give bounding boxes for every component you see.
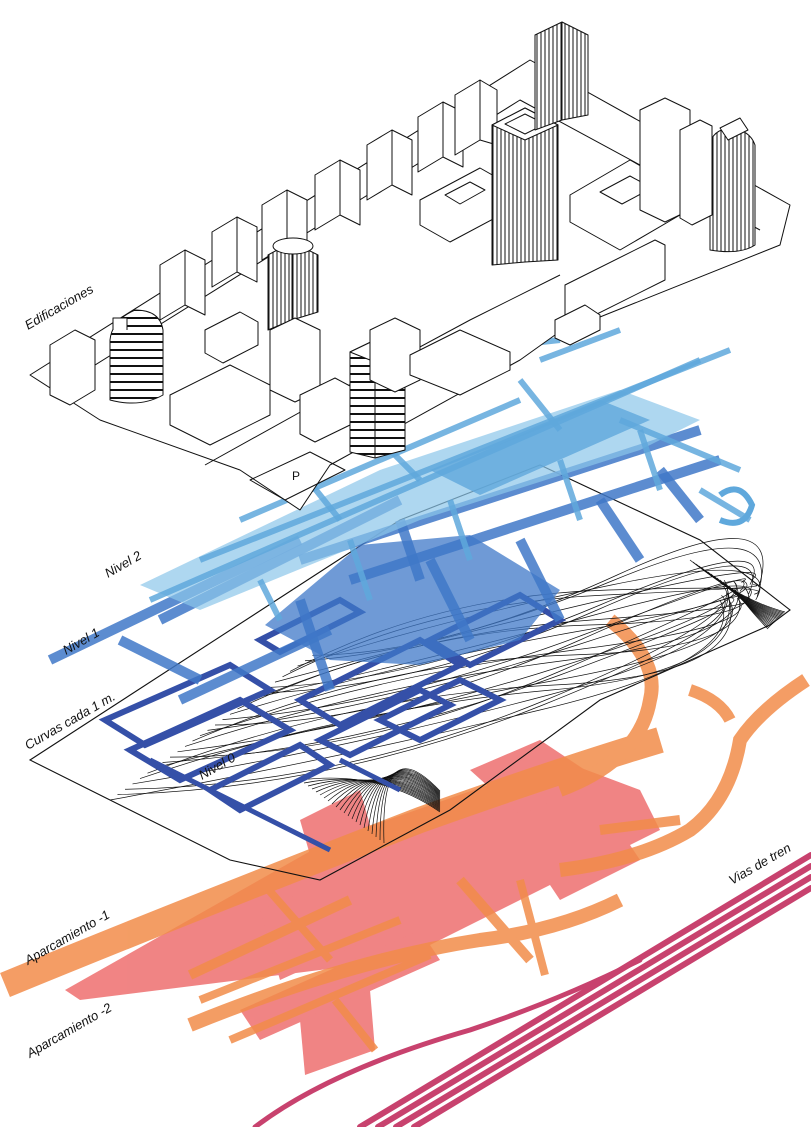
- label-level-2: Nivel 2: [102, 547, 145, 580]
- parking-1-ramp: [198, 916, 402, 1004]
- building-left-corner: [49, 329, 96, 406]
- level-0-corridor: [148, 757, 332, 853]
- label-parking-2: Aparcamiento -2: [23, 1000, 115, 1062]
- building-right-2: [679, 119, 713, 226]
- rail-track: [357, 852, 811, 1127]
- level-2-deck-core: [430, 400, 650, 495]
- parking-symbol: P: [292, 469, 300, 483]
- building-mid-3: [169, 364, 271, 446]
- parking-1-ramp: [256, 877, 334, 963]
- rail-branch: [252, 957, 643, 1127]
- level-2-corridor: [698, 487, 752, 523]
- level-2-loop: [718, 486, 756, 526]
- parking-1-ramp: [516, 878, 549, 977]
- parking-1-ramp: [687, 684, 736, 723]
- level-0-corridor: [313, 686, 457, 759]
- rail-track: [411, 885, 811, 1127]
- parking-1-ramp: [557, 614, 659, 797]
- level-1-corridor: [595, 497, 645, 563]
- parking-1-ramp: [331, 997, 379, 1053]
- parking-2-area: [260, 860, 390, 980]
- level-0-corridor: [373, 676, 507, 744]
- parking-1-ramp: [559, 674, 810, 877]
- level-1-corridor: [515, 537, 565, 623]
- level-0-corridor: [204, 741, 336, 814]
- contour-line: [147, 592, 732, 774]
- level-1-plaza: [265, 535, 560, 665]
- level-0-corridor: [338, 757, 402, 793]
- level-1-corridor: [117, 635, 203, 685]
- rail-track: [375, 863, 811, 1127]
- level-2-corridor: [517, 378, 563, 432]
- level-2-corridor: [257, 578, 283, 622]
- contour-line: [117, 595, 726, 795]
- contour-line: [184, 581, 739, 747]
- level-2-corridor: [538, 327, 622, 363]
- building-mid-6: [409, 329, 511, 396]
- tower-back: [534, 21, 589, 131]
- level-1-corridor: [295, 598, 335, 692]
- level-2-corridor: [618, 417, 742, 473]
- building-mid-5: [369, 317, 421, 393]
- label-buildings: Edificaciones: [22, 281, 96, 333]
- buildings-layer: P: [29, 21, 791, 511]
- building-mid-2: [204, 311, 259, 364]
- parking-1-ramp: [187, 895, 353, 980]
- contour-line: [169, 587, 736, 758]
- contour-line: [222, 578, 746, 720]
- contour-line-dense: [303, 778, 441, 812]
- label-level-1: Nivel 1: [60, 625, 102, 658]
- contour-line: [259, 565, 754, 694]
- level-2-corridor: [637, 429, 663, 491]
- parking-2-area: [300, 990, 375, 1075]
- contour-line: [132, 579, 729, 785]
- level-2-corridor: [557, 459, 583, 521]
- contour-line: [207, 595, 743, 731]
- round-building-left: [109, 309, 164, 404]
- contour-line: [267, 560, 755, 688]
- building-right-low: [554, 304, 601, 346]
- parking-1-ramp: [187, 893, 624, 1032]
- contour-line-dense: [383, 768, 441, 844]
- building-mid-4: [299, 377, 351, 443]
- level-2-corridor: [447, 499, 473, 561]
- level-1-corridor: [656, 466, 704, 524]
- contour-line: [162, 597, 735, 763]
- level-2-corridor: [347, 539, 373, 601]
- contour-line-dense: [307, 779, 441, 811]
- contour-line: [244, 596, 751, 704]
- contour-line: [199, 598, 742, 737]
- parking-1-ramp: [228, 951, 432, 1044]
- parking-1-ramp: [599, 815, 681, 835]
- level-0-corridor: [98, 661, 277, 749]
- level-0-corridor: [123, 696, 297, 784]
- rail-track: [393, 874, 811, 1127]
- level-2-corridor: [198, 347, 732, 563]
- tower-main: [491, 107, 559, 266]
- contour-line-dense: [740, 593, 769, 630]
- parking-lot-outline: [249, 451, 346, 501]
- level-1-corridor: [425, 557, 475, 643]
- rail-tracks: [252, 852, 811, 1127]
- level-1-corridor: [395, 518, 425, 582]
- tower-mid-left: [267, 237, 319, 331]
- parking-1-ramp: [456, 876, 534, 964]
- level-1-corridor: [177, 625, 333, 705]
- tower-round-right: [709, 117, 756, 253]
